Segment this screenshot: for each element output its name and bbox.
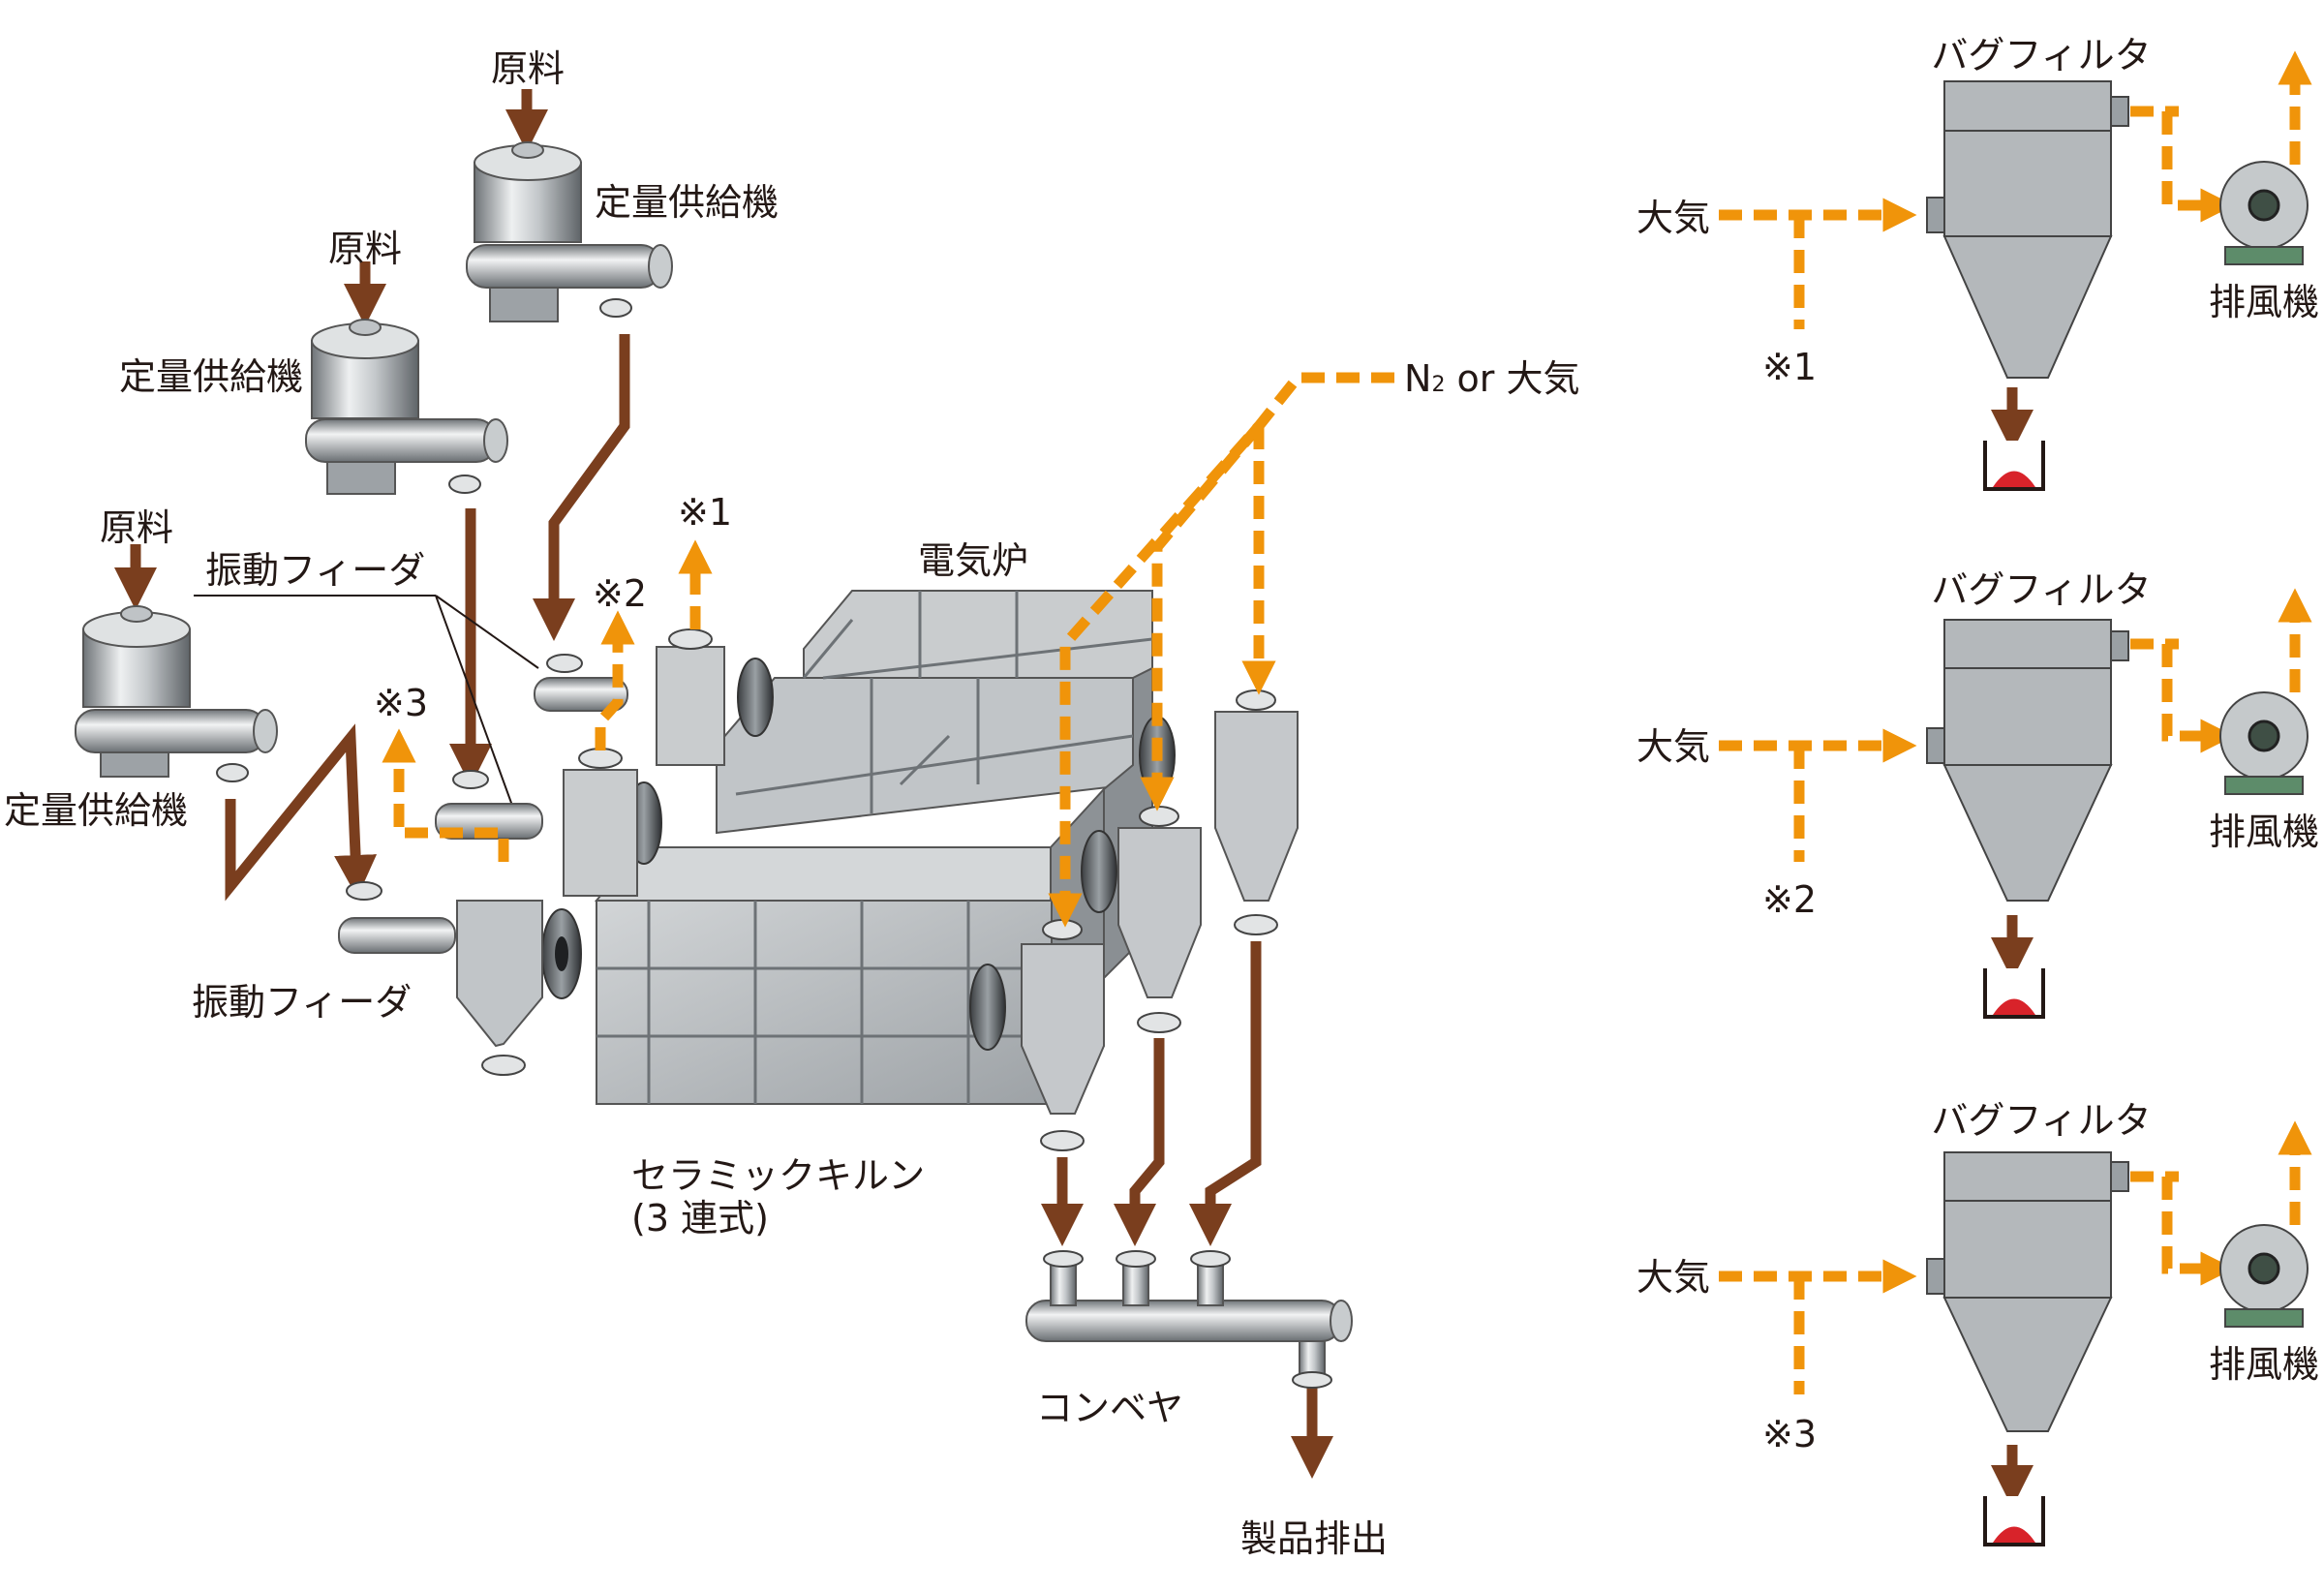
- atmosphere-label-1: 大気: [1636, 197, 1711, 239]
- exhaust-fan-label-3: 排風機: [2208, 1343, 2320, 1386]
- product-discharge-label: 製品排出: [1239, 1517, 1389, 1560]
- raw-material-arrows: [114, 89, 548, 610]
- exhaust-fan-icon: [2219, 588, 2312, 795]
- product-lines: [1041, 941, 1333, 1479]
- n2-or-air-label: N2 or 大気: [1404, 360, 1579, 397]
- exhaust-fan-icon: [2219, 50, 2312, 265]
- mark-3-label: ※3: [374, 682, 429, 724]
- bag-filter-label-1: バグフィルタ: [1931, 34, 2152, 77]
- bag-filter-unit-1: [1719, 80, 2235, 491]
- feed-lines: [225, 334, 630, 902]
- conveyor-label: コンベヤ: [1036, 1387, 1184, 1429]
- mark-1-label: ※1: [678, 491, 733, 534]
- outlet-cyclone-icon: [1021, 689, 1299, 1151]
- raw-material-label-3: 原料: [99, 506, 174, 549]
- vibration-feeder-label-2: 振動フィーダ: [192, 981, 413, 1024]
- feeder-label-3: 定量供給機: [4, 789, 189, 832]
- atmosphere-label-2: 大気: [1636, 725, 1711, 768]
- feeder-machine-icon: [75, 605, 278, 782]
- feeder-machine-icon: [305, 319, 508, 495]
- leader-lines: [194, 595, 539, 814]
- n2-or-air-prefix: N: [1404, 357, 1432, 400]
- feeder-label-2: 定量供給機: [119, 355, 304, 398]
- inlet-hopper-icon: [456, 628, 725, 1076]
- exhaust-fan-label-2: 排風機: [2208, 811, 2320, 853]
- feeder-label-1: 定量供給機: [595, 181, 780, 224]
- n2-or-air-sub: 2: [1431, 373, 1446, 397]
- bag-filter-label-3: バグフィルタ: [1931, 1099, 2152, 1142]
- kiln-inlet-ring: [541, 658, 1176, 1051]
- kiln-label-line2: (3 連式): [631, 1196, 769, 1240]
- electric-furnace-label: 電気炉: [918, 539, 1029, 582]
- conveyor-icon: [1025, 1250, 1353, 1389]
- mark-3-ref-label: ※3: [1762, 1413, 1818, 1455]
- feeder-machine-icon: [466, 141, 673, 322]
- atmosphere-label-3: 大気: [1636, 1256, 1711, 1299]
- raw-material-label-2: 原料: [327, 228, 403, 270]
- exhaust-arrows: [382, 539, 713, 862]
- exhaust-fan-icon: [2219, 1120, 2312, 1328]
- mark-1-ref-label: ※1: [1762, 346, 1818, 388]
- vibration-feeder-icon: [338, 654, 628, 954]
- kiln-label-line1: セラミックキルン: [631, 1154, 926, 1197]
- n2-supply-lines: [1048, 372, 1394, 928]
- kiln-label: セラミックキルン (3 連式): [631, 1154, 926, 1240]
- raw-material-label-1: 原料: [490, 47, 566, 90]
- bag-filter-unit-2: [1719, 619, 2235, 1019]
- mark-2-ref-label: ※2: [1762, 878, 1818, 921]
- vibration-feeder-label-1: 振動フィーダ: [205, 549, 426, 592]
- bag-filter-unit-3: [1719, 1151, 2235, 1546]
- n2-or-air-suffix: or 大気: [1456, 357, 1580, 400]
- kiln-box-icon: [594, 590, 1153, 1107]
- bag-filter-label-2: バグフィルタ: [1931, 568, 2152, 611]
- exhaust-fan-label-1: 排風機: [2208, 281, 2320, 323]
- mark-2-label: ※2: [593, 572, 648, 615]
